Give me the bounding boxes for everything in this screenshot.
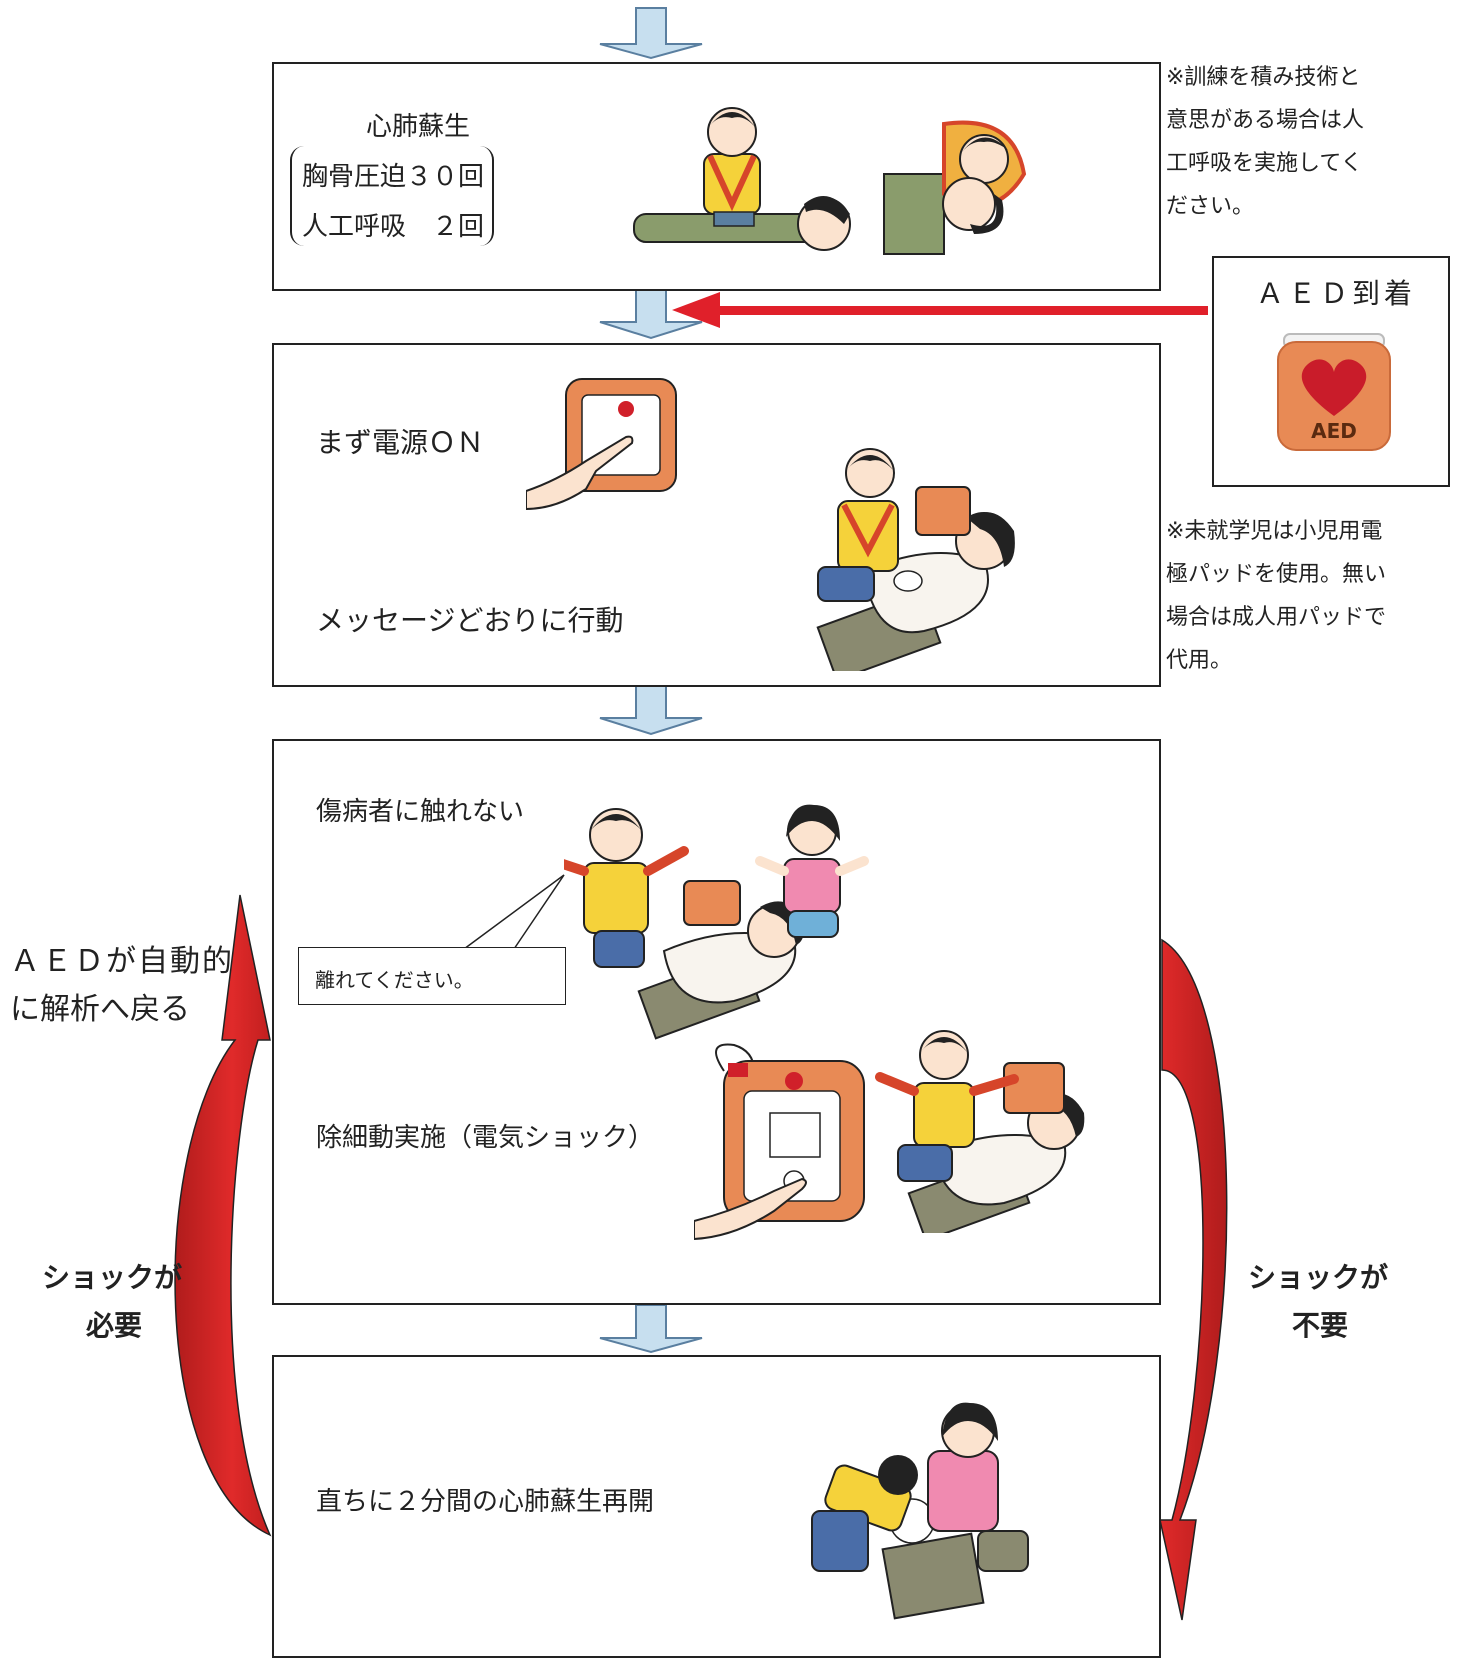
down-arrow-top <box>599 7 703 60</box>
left-loop-arrow <box>174 894 272 1537</box>
power-on-text: まず電源ＯＮ <box>316 426 485 459</box>
right-loop-arrow <box>1159 938 1228 1621</box>
shock-not-needed-text-2: 不要 <box>1292 1309 1349 1342</box>
left-loop-text-2: に解析へ戻る <box>10 992 190 1027</box>
shock-needed-text-2: 必要 <box>86 1309 143 1342</box>
note-child-pads: ※未就学児は小児用電 極パッドを使用。無い 場合は成人用パッドで 代用。 <box>1166 519 1387 673</box>
left-loop-text-1: ＡＥＤが自動的 <box>10 944 234 979</box>
cpr-compressions: 胸骨圧迫３０回 <box>302 162 485 192</box>
step-power-box: まず電源ＯＮ メッセージどおりに行動 <box>272 343 1161 687</box>
no-touch-text: 傷病者に触れない <box>316 797 525 827</box>
follow-messages-text: メッセージどおりに行動 <box>316 604 624 637</box>
shock-button-illustration <box>694 1043 865 1241</box>
cpr-breaths: 人工呼吸 ２回 <box>302 212 485 242</box>
aed-arrival-label: ＡＥＤ到着 <box>1256 277 1417 310</box>
step-shock-box: 傷病者に触れない 離れてください。 除細動実施（電気ショック） <box>272 739 1161 1305</box>
step-resume-box: 直ちに２分間の心肺蘇生再開 <box>272 1355 1161 1658</box>
cpr-title: 心肺蘇生 <box>366 112 471 142</box>
down-arrow-2 <box>599 685 703 736</box>
shock-delivery-text: 除細動実施（電気ショック） <box>316 1123 655 1153</box>
speech-bubble-text: 離れてください。 <box>315 968 474 992</box>
stand-clear-illustration <box>564 804 869 1040</box>
shock-not-needed-text-1: ショックが <box>1248 1261 1389 1294</box>
down-arrow-3 <box>599 1304 703 1354</box>
resume-cpr-text: 直ちに２分間の心肺蘇生再開 <box>316 1487 655 1517</box>
aed-arrival-arrow <box>672 292 1208 328</box>
power-button-illustration <box>526 378 677 511</box>
cpr-bracket <box>290 146 494 246</box>
aed-device-text: AED <box>1311 419 1357 443</box>
speech-bubble-tail <box>463 874 565 950</box>
down-arrow-1 <box>599 287 703 340</box>
aed-arrival-box: ＡＥＤ到着 AED <box>1212 256 1450 487</box>
resume-cpr-illustration <box>811 1402 1029 1620</box>
rescue-breathing-illustration <box>883 120 1027 255</box>
chest-compression-illustration <box>633 107 851 251</box>
step-cpr-box: 心肺蘇生 胸骨圧迫３０回 人工呼吸 ２回 <box>272 62 1161 291</box>
note-rescue-breathing: ※訓練を積み技術と 意思がある場合は人 工呼吸を実施してく ださい。 <box>1166 65 1365 219</box>
shock-scene-illustration <box>875 1030 1085 1233</box>
speech-bubble: 離れてください。 <box>298 947 566 1005</box>
attach-pads-illustration <box>816 448 1015 671</box>
aed-device-icon: AED <box>1277 333 1391 451</box>
shock-needed-text-1: ショックが <box>42 1261 183 1294</box>
